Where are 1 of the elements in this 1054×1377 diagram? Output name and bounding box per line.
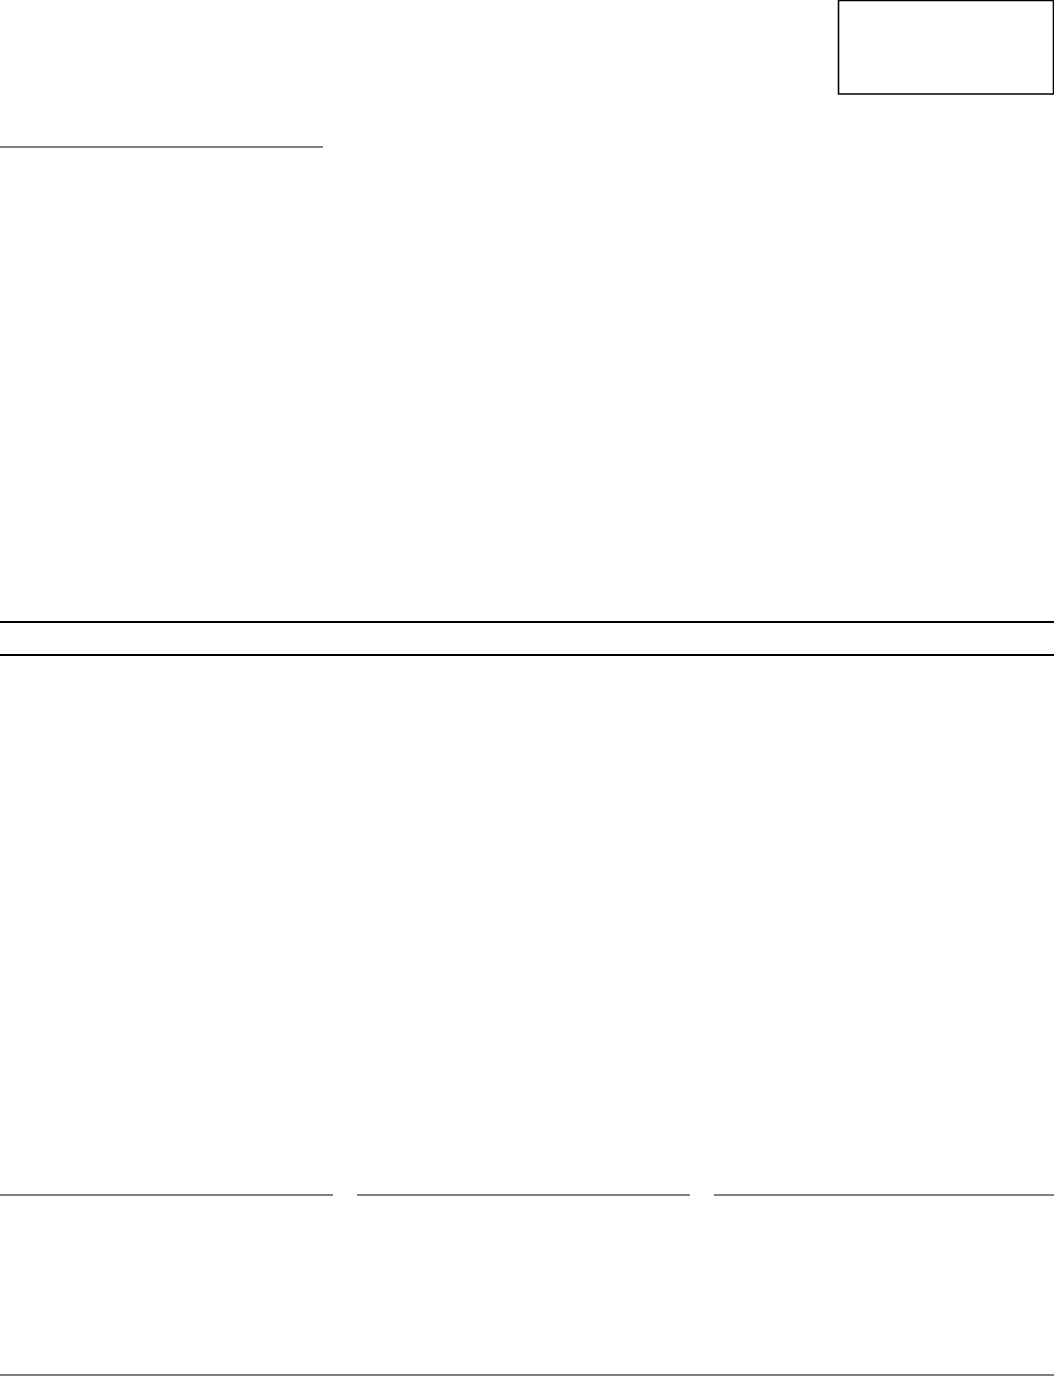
empty-box	[837, 0, 1054, 95]
